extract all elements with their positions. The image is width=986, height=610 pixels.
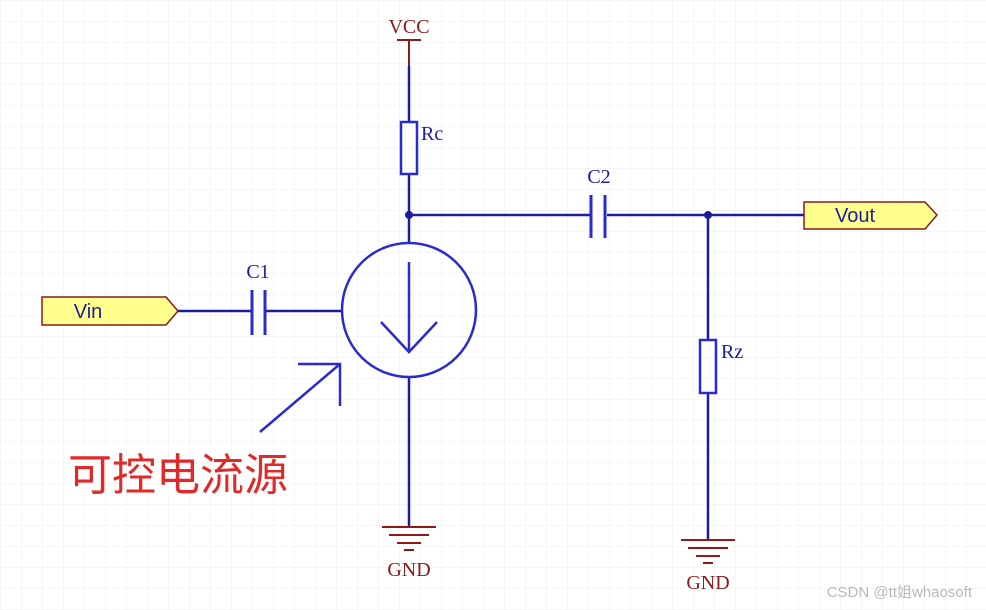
junction-dot-collector <box>405 211 413 219</box>
rc-label: Rc <box>421 123 443 145</box>
vin-port[interactable]: Vin <box>41 296 179 326</box>
annotation-arrow-icon <box>259 362 342 433</box>
annotation-controlled-current-source: 可控电流源 <box>68 450 288 501</box>
resistor-rc[interactable]: Rc <box>399 120 443 176</box>
watermark: CSDN @tt姐whaosoft <box>826 584 972 601</box>
resistor-rz[interactable]: Rz <box>698 338 743 395</box>
c1-label: C1 <box>246 261 269 283</box>
vcc-label: VCC <box>388 16 429 38</box>
capacitor-c1[interactable]: C1 <box>246 261 270 335</box>
gnd-symbol-left[interactable]: GND <box>382 526 436 581</box>
vout-label: Vout <box>835 205 875 227</box>
junction-dot-output <box>704 211 712 219</box>
vcc-power-port[interactable]: VCC <box>388 16 430 66</box>
gnd-symbol-right[interactable]: GND <box>681 539 735 594</box>
vout-port[interactable]: Vout <box>803 201 939 230</box>
capacitor-c2[interactable]: C2 <box>587 166 611 238</box>
c2-label: C2 <box>587 166 610 188</box>
controlled-current-source[interactable] <box>340 241 478 379</box>
gnd-left-label: GND <box>387 559 430 581</box>
vin-label: Vin <box>74 301 103 323</box>
rz-label: Rz <box>721 341 743 363</box>
gnd-right-label: GND <box>686 572 729 594</box>
